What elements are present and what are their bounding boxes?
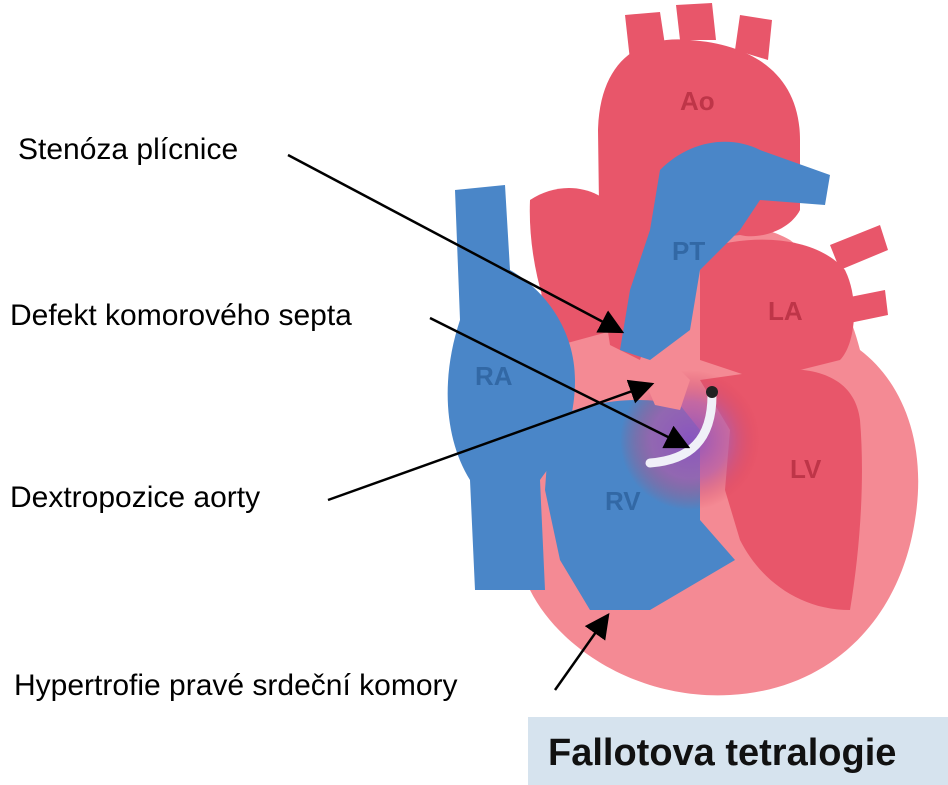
callout-overriding-aorta: Dextropozice aorty xyxy=(10,480,260,516)
label-rv: RV xyxy=(605,486,641,516)
label-pt: PT xyxy=(672,236,705,266)
callout-ventricular-septal-defect: Defekt komorového septa xyxy=(10,298,352,334)
septal-defect-mixing xyxy=(620,370,760,510)
label-ra: RA xyxy=(475,361,513,391)
label-ao: Ao xyxy=(680,86,715,116)
label-lv: LV xyxy=(790,454,822,484)
callout-pulmonary-stenosis: Stenóza plícnice xyxy=(18,132,238,168)
label-la: LA xyxy=(768,296,803,326)
diagram-title: Fallotova tetralogie xyxy=(548,731,896,775)
callout-rv-hypertrophy: Hypertrofie pravé srdeční komory xyxy=(14,668,458,704)
septal-flow-tip xyxy=(706,386,718,398)
